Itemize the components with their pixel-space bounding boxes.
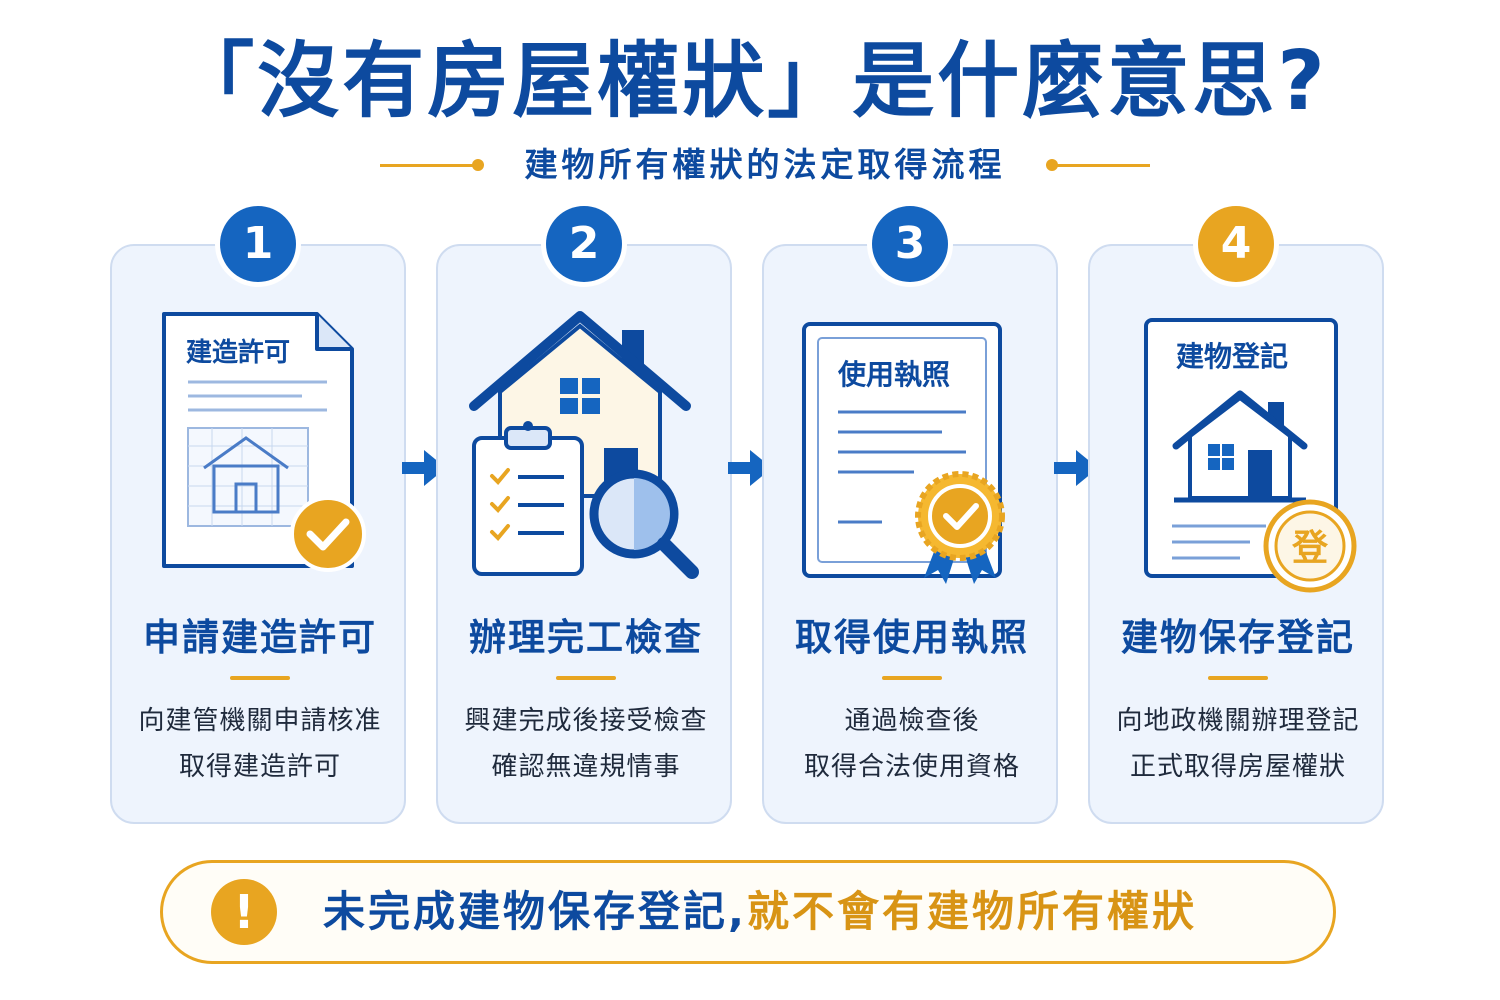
building-permit-document-icon: 建造許可 bbox=[112, 296, 408, 596]
step-desc-2-line-1: 興建完成後接受檢查 bbox=[464, 706, 708, 736]
step-desc-1-line-1: 向建管機關申請核准 bbox=[138, 706, 382, 736]
step-badge-3: 3 bbox=[872, 206, 948, 282]
building-registration-document-icon: 建物登記 登 bbox=[1090, 296, 1386, 596]
step-desc-4-line-1: 向地政機關辦理登記 bbox=[1116, 706, 1360, 736]
step-badge-1: 1 bbox=[220, 206, 296, 282]
bottom-note-text-part2: 就不會有建物所有權狀 bbox=[746, 887, 1197, 936]
usage-license-certificate-icon: 使用執照 bbox=[764, 296, 1060, 596]
step-rule-1 bbox=[230, 676, 290, 680]
step-desc-3-line-1: 通過檢查後 bbox=[844, 706, 980, 736]
step-card-1: 建造許可 申請建造許可 向建管機關申請核准 取得建造許可 bbox=[110, 244, 406, 824]
step-desc-1-line-2: 取得建造許可 bbox=[178, 752, 341, 782]
step-badge-4: 4 bbox=[1198, 206, 1274, 282]
step-card-3: 使用執照 取得使用執照 通過檢查後 取得合法使用資格 bbox=[762, 244, 1058, 824]
subtitle-row: 建物所有權狀的法定取得流程 bbox=[0, 140, 1500, 190]
step-rule-3 bbox=[882, 676, 942, 680]
step-title-4: 建物保存登記 bbox=[1121, 616, 1355, 659]
step-badge-2: 2 bbox=[546, 206, 622, 282]
step-desc-4: 向地政機關辦理登記 正式取得房屋權狀 bbox=[1090, 698, 1386, 790]
bottom-note-text-part1: 未完成建物保存登記, bbox=[323, 887, 747, 936]
step-title-2: 辦理完工檢查 bbox=[469, 616, 703, 659]
step-card-2: 辦理完工檢查 興建完成後接受檢查 確認無違規情事 bbox=[436, 244, 732, 824]
step-desc-3: 通過檢查後 取得合法使用資格 bbox=[764, 698, 1060, 790]
subtitle-dot-left bbox=[472, 159, 484, 171]
step-card-4: 建物登記 登 建物保存登記 向地政機關辦理登記 正式取得房屋權狀 bbox=[1088, 244, 1384, 824]
doc-label-building-permit: 建造許可 bbox=[186, 338, 290, 368]
bottom-note-text: 未完成建物保存登記,就不會有建物所有權狀 bbox=[323, 863, 1303, 961]
step-rule-2 bbox=[556, 676, 616, 680]
step-desc-1: 向建管機關申請核准 取得建造許可 bbox=[112, 698, 408, 790]
arrow-right-icon bbox=[402, 450, 446, 486]
step-desc-2-line-2: 確認無違規情事 bbox=[491, 752, 681, 782]
subtitle-line-right bbox=[1055, 164, 1150, 167]
arrow-right-icon bbox=[1054, 450, 1098, 486]
step-title-1: 申請建造許可 bbox=[143, 616, 377, 659]
page-title: 「沒有房屋權狀」是什麼意思? bbox=[172, 34, 1328, 129]
step-desc-2: 興建完成後接受檢查 確認無違規情事 bbox=[438, 698, 734, 790]
bottom-note-box: ! 未完成建物保存登記,就不會有建物所有權狀 bbox=[160, 860, 1336, 964]
warning-exclamation-icon: ! bbox=[211, 879, 277, 945]
doc-label-usage-license: 使用執照 bbox=[837, 358, 950, 391]
step-rule-4 bbox=[1208, 676, 1268, 680]
subtitle-line-left bbox=[380, 164, 475, 167]
house-inspection-clipboard-icon bbox=[438, 296, 734, 596]
step-title-3: 取得使用執照 bbox=[795, 616, 1029, 659]
step-desc-3-line-2: 取得合法使用資格 bbox=[803, 752, 1020, 782]
subtitle: 建物所有權狀的法定取得流程 bbox=[524, 145, 1006, 184]
arrow-right-icon bbox=[728, 450, 772, 486]
step-desc-4-line-2: 正式取得房屋權狀 bbox=[1129, 752, 1346, 782]
registration-seal-text: 登 bbox=[1291, 528, 1329, 569]
subtitle-dot-right bbox=[1046, 159, 1058, 171]
doc-label-registration: 建物登記 bbox=[1176, 340, 1288, 373]
